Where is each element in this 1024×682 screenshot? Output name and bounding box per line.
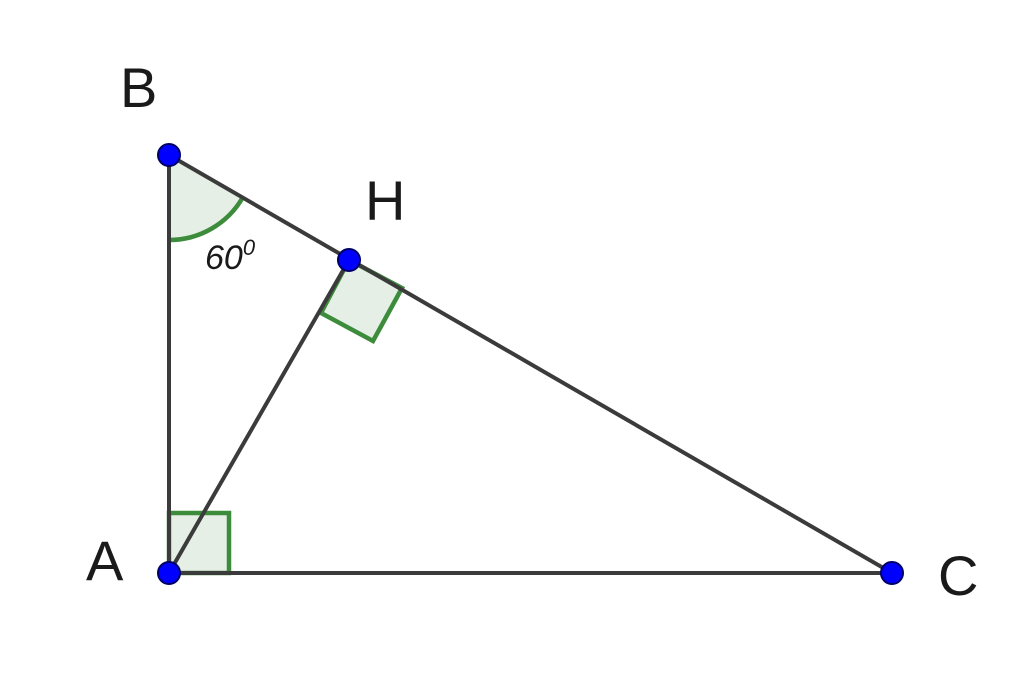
point-b[interactable]: [157, 143, 181, 167]
label-c: C: [938, 544, 978, 607]
label-a: A: [86, 529, 124, 592]
angle-b-label: 600: [205, 235, 256, 277]
angle-b-marker: [169, 155, 243, 241]
segment-bc: [167, 153, 894, 575]
angle-b-value: 60: [205, 239, 243, 277]
point-h[interactable]: [337, 248, 361, 272]
angle-b-arc: [168, 195, 245, 243]
point-a[interactable]: [157, 561, 181, 585]
segment-ah: [167, 259, 351, 574]
label-h: H: [365, 169, 405, 232]
angle-b-unit: 0: [243, 235, 256, 260]
right-angle-h-marker: [317, 256, 406, 345]
label-b: B: [120, 56, 157, 119]
point-c[interactable]: [880, 561, 904, 585]
